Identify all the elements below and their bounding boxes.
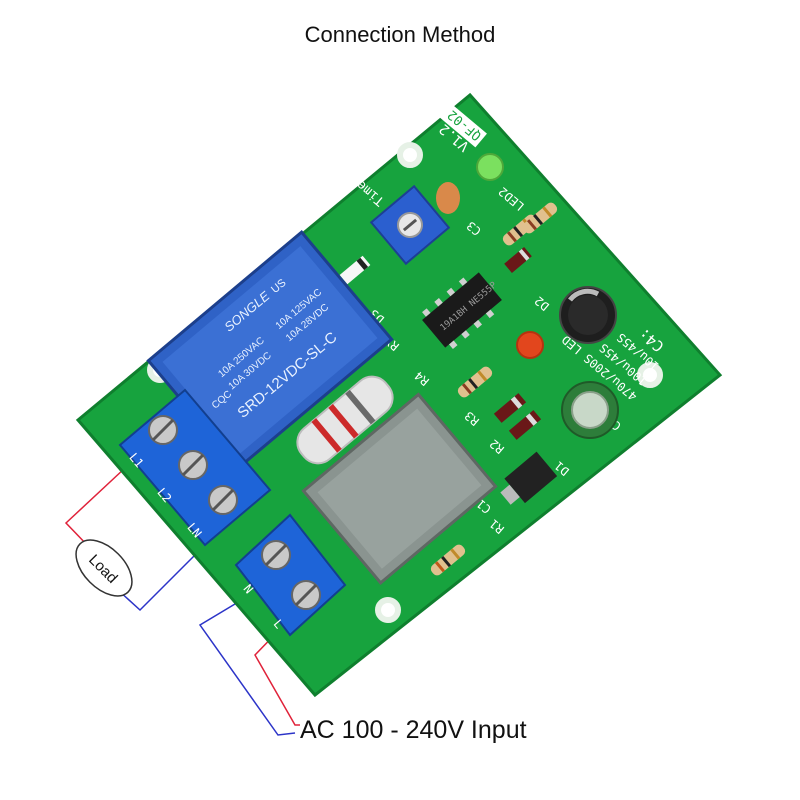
input-terminal-block: N L bbox=[234, 513, 347, 637]
blue-input-wire bbox=[198, 594, 296, 736]
resistors bbox=[430, 202, 558, 576]
green-led bbox=[476, 153, 504, 181]
page-title: Connection Method bbox=[304, 22, 496, 47]
input-voltage-label: AC 100 - 240V Input bbox=[300, 716, 527, 744]
capacitor-green bbox=[561, 381, 619, 439]
mounting-hole bbox=[375, 597, 401, 623]
mounting-hole bbox=[637, 362, 663, 388]
output-terminal-block: L1 L2 LN bbox=[118, 388, 272, 547]
power-resistor bbox=[296, 375, 394, 465]
ceramic-capacitor bbox=[436, 182, 460, 214]
relay: SONGLE US CQC 10A 250VAC 10A 125VAC 10A … bbox=[146, 229, 394, 471]
red-load-wire bbox=[64, 467, 126, 549]
red-led bbox=[516, 331, 544, 359]
load-wires bbox=[64, 467, 206, 612]
diodes bbox=[339, 247, 542, 440]
blue-load-wire bbox=[117, 544, 206, 612]
load-symbol: Load bbox=[75, 539, 133, 597]
transistor bbox=[500, 451, 558, 505]
pcb-board: V1.2 QF-02 Time adj C4: 10u/45S 100u/45S… bbox=[75, 92, 723, 698]
capacitor-large bbox=[559, 286, 617, 344]
mounting-hole bbox=[397, 142, 423, 168]
transformer bbox=[301, 392, 498, 585]
potentiometer bbox=[369, 184, 451, 266]
